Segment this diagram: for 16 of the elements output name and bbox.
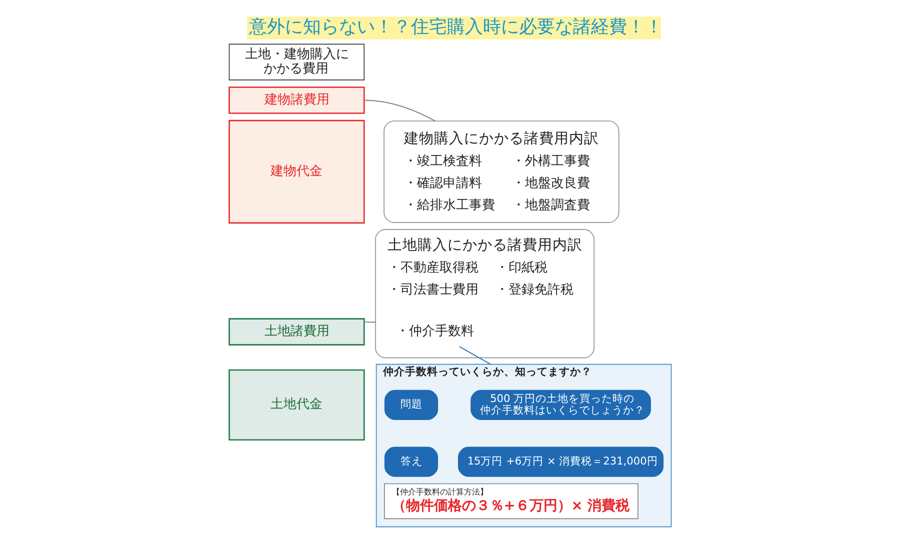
connector (364, 100, 436, 122)
connector (363, 322, 376, 323)
node-box: 500 万円の土地を買った時の仲介手数料はいくらでしょうか？ (470, 390, 650, 420)
connector (458, 346, 491, 365)
node-box: 【仲介手数料の計算方法】 （物件価格の３％+６万円）× 消費税 (384, 483, 638, 520)
node-box: 問題 (384, 390, 438, 420)
node-text: ・仲介手数料 (396, 324, 474, 339)
diagram-title: 意外に知らない！？住宅購入時に必要な諸経費！！ (248, 16, 662, 38)
node-box: 建物代金 (228, 120, 364, 224)
node-box: 土地代金 (228, 369, 364, 441)
node-box: 土地諸費用 (228, 318, 364, 346)
node-box: 建物諸費用 (228, 86, 364, 114)
node-box: 15万円 +6万円 × 消費税＝231,000円 (457, 446, 664, 477)
node-box: 答え (384, 446, 438, 477)
node-box: 土地・建物購入にかかる費用 (228, 44, 364, 80)
node-box: 建物購入にかかる諸費用内訳 ・竣工検査料 ・外構工事費 ・確認申請料 ・地盤改良費 ・給排水工事費 ・地盤調査費 (383, 120, 619, 223)
